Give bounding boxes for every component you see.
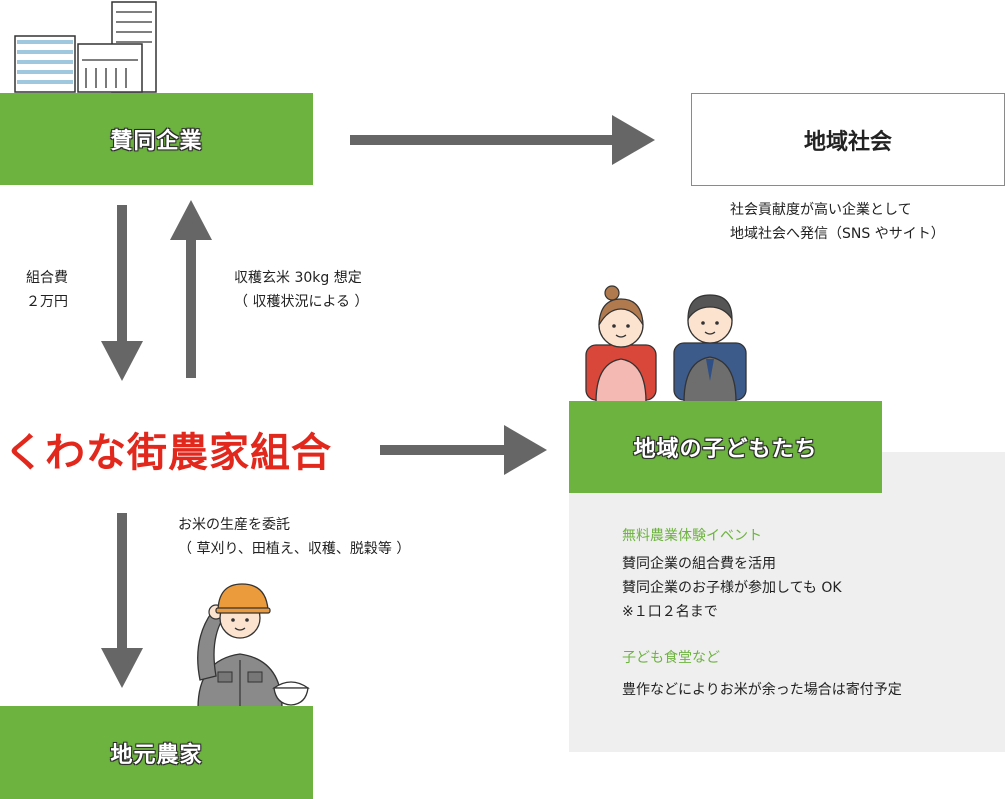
event-line: 賛同企業のお子様が参加しても OK xyxy=(622,580,842,596)
community-box: 地域社会 xyxy=(691,93,1005,186)
arrow-coop-to-children xyxy=(380,425,547,475)
farmer-box: 地元農家 xyxy=(0,706,313,799)
fee-label: 組合費 xyxy=(26,270,68,286)
event-line: ※１口２名まで xyxy=(622,604,718,620)
children-box: 地域の子どもたち xyxy=(569,401,882,493)
fee-amount: ２万円 xyxy=(26,294,68,310)
entrust-line: （ 草刈り、田植え、収穫、脱穀等 ） xyxy=(178,541,411,557)
arrow-harvest-up xyxy=(170,200,212,378)
entrust-line: お米の生産を委託 xyxy=(178,517,290,533)
buildings-icon xyxy=(14,1,157,93)
arrow-sponsor-to-community xyxy=(350,115,655,165)
arrow-entrust-down xyxy=(101,513,143,688)
activity-panel xyxy=(569,452,1005,752)
harvest-note: 収穫玄米 30kg 想定 （ 収穫状況による ） xyxy=(234,266,368,314)
farmer-label: 地元農家 xyxy=(110,742,203,768)
sponsor-box: 賛同企業 xyxy=(0,93,313,185)
cafeteria-title: 子ども食堂など xyxy=(622,650,720,666)
cooperative-logo: くわな街農家組合 xyxy=(4,420,332,478)
cooperative-label: くわな街農家組合 xyxy=(4,430,332,476)
harvest-line: （ 収穫状況による ） xyxy=(234,294,369,310)
sponsor-label: 賛同企業 xyxy=(110,129,203,154)
farmer-icon xyxy=(197,583,310,708)
community-label: 地域社会 xyxy=(803,129,892,155)
event-title: 無料農業体験イベント xyxy=(622,528,762,544)
cafeteria-line: 豊作などによりお米が余った場合は寄付予定 xyxy=(622,682,902,698)
children-label: 地域の子どもたち xyxy=(633,437,818,462)
arrow-fee-down xyxy=(101,205,143,381)
community-note: 社会貢献度が高い企業として 地域社会へ発信（SNS やサイト） xyxy=(730,198,945,246)
entrust-note: お米の生産を委託 （ 草刈り、田植え、収穫、脱穀等 ） xyxy=(178,513,410,561)
harvest-line: 収穫玄米 30kg 想定 xyxy=(234,270,362,286)
community-note-line: 社会貢献度が高い企業として xyxy=(730,202,912,218)
children-icon xyxy=(585,285,747,402)
community-note-line: 地域社会へ発信（SNS やサイト） xyxy=(730,226,945,242)
event-line: 賛同企業の組合費を活用 xyxy=(622,556,776,572)
fee-note: 組合費 ２万円 xyxy=(26,266,68,314)
activity-content: 無料農業体験イベント 賛同企業の組合費を活用 賛同企業のお子様が参加しても OK… xyxy=(622,524,902,702)
